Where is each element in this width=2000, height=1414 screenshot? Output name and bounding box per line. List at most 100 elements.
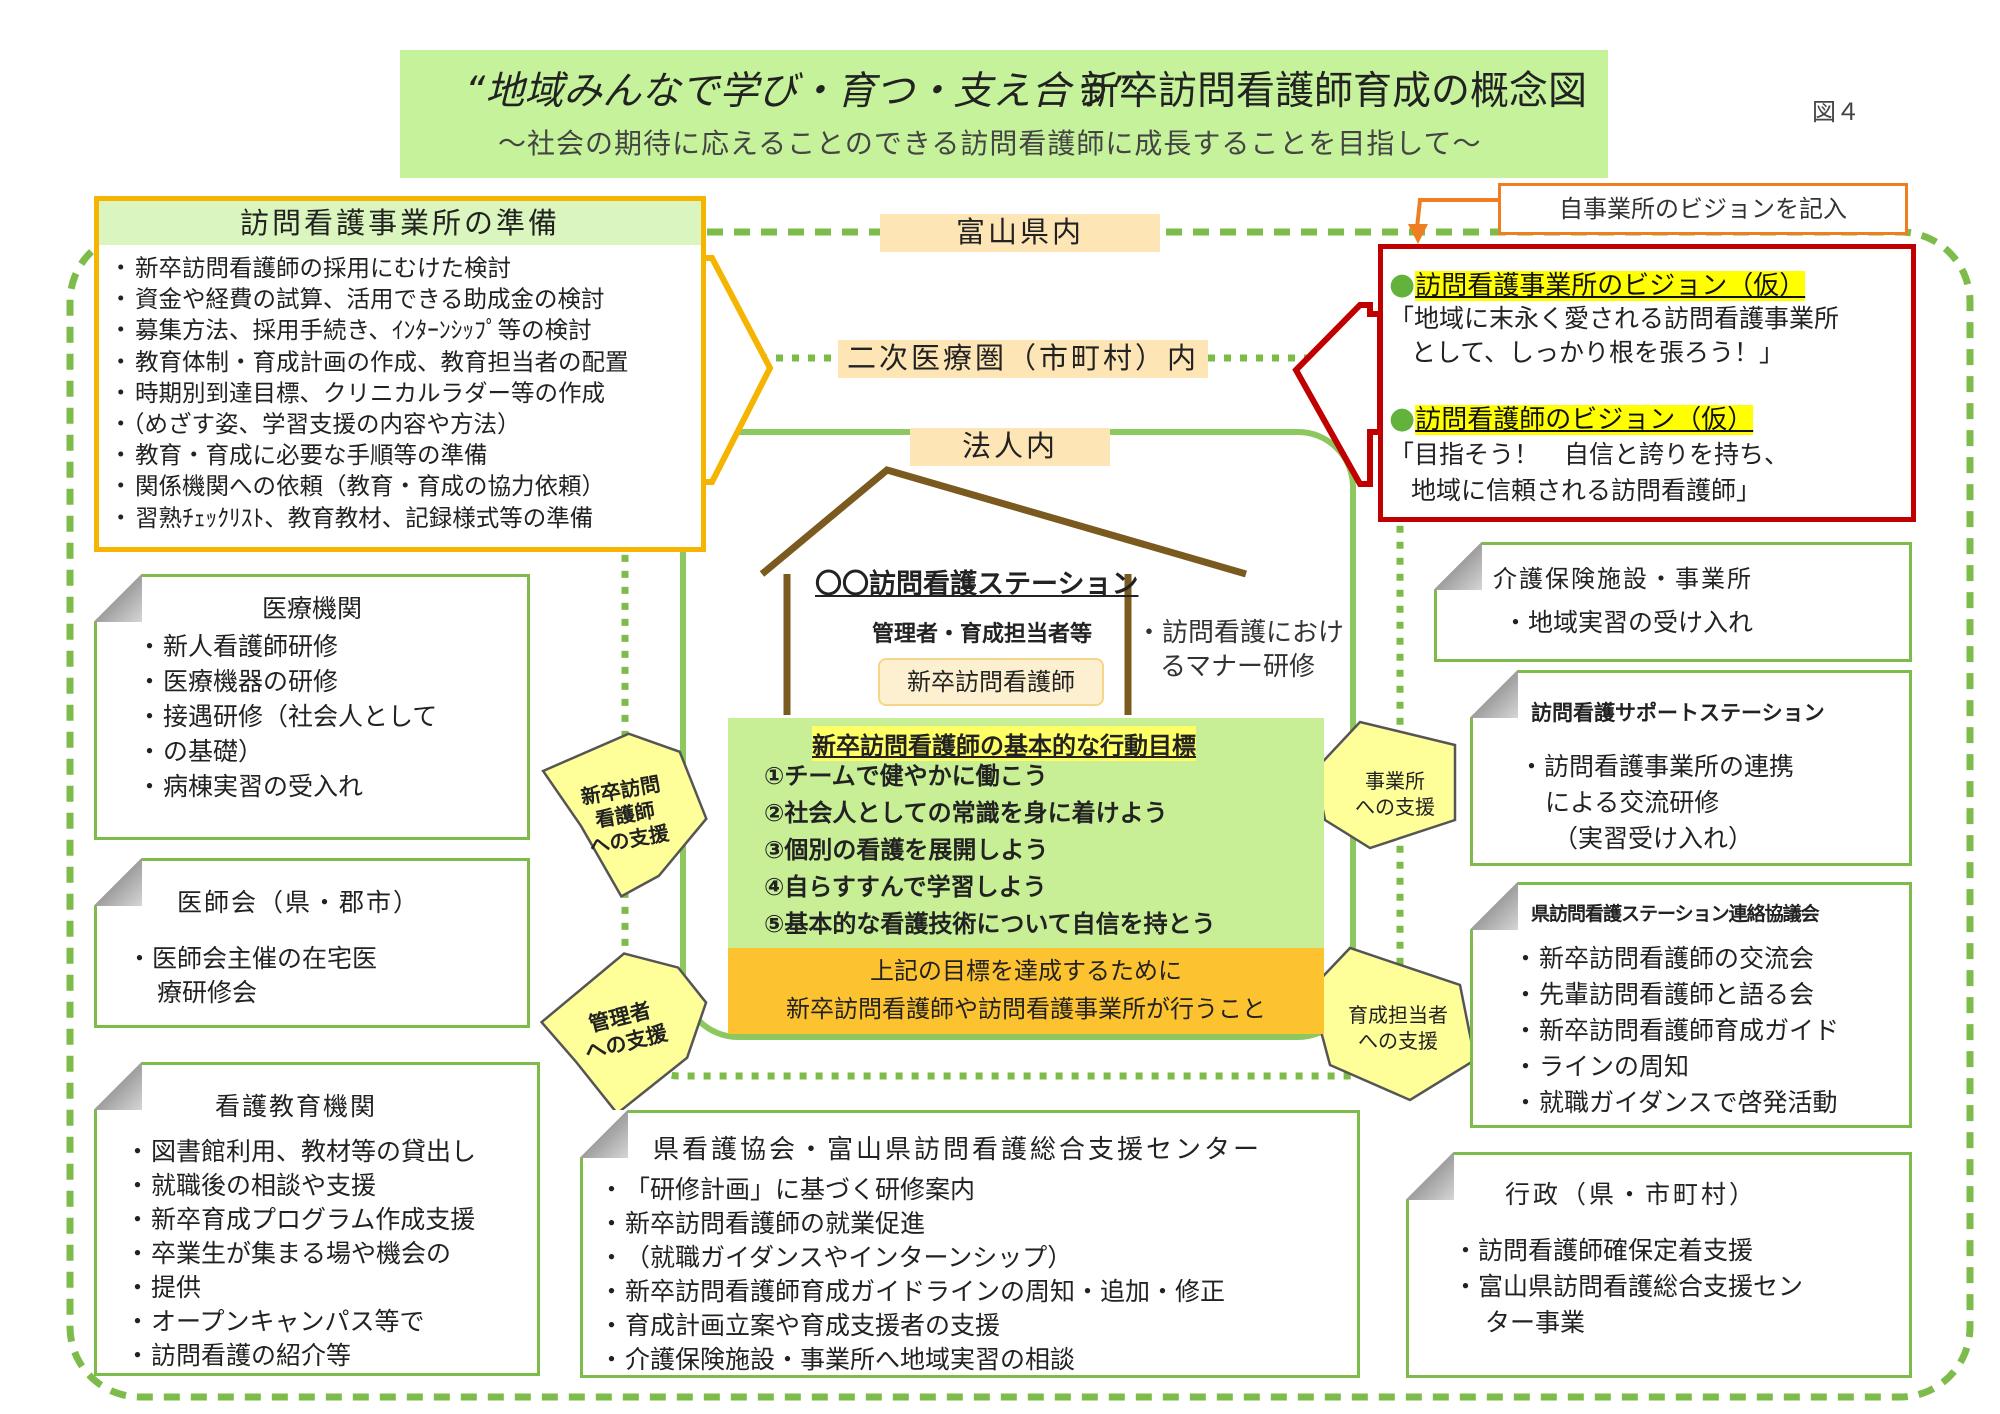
preparation-item-sub: （めざす姿、学習支援の内容や方法） — [109, 409, 629, 440]
council-item-cont: ラインの周知 — [1513, 1049, 1839, 1085]
association-item: 介護保険施設・事業所へ地域実習の相談 — [599, 1343, 1225, 1377]
medical-title: 医療機関 — [262, 594, 363, 623]
education-item: オープンキャンパス等で — [125, 1305, 476, 1339]
goals-box: 新卒訪問看護師の基本的な行動目標 ①チームで健やかに働こう ②社会人としての常識… — [728, 718, 1324, 948]
education-item: 就職後の相談や支援 — [125, 1169, 476, 1203]
new-nurse-label: 新卒訪問看護師 — [907, 668, 1075, 696]
goal-item: ③個別の看護を展開しよう — [764, 836, 1049, 864]
page-fold-icon — [94, 858, 142, 906]
education-box: 看護教育機関 図書館利用、教材等の貸出し 就職後の相談や支援 新卒育成プログラム… — [94, 1062, 540, 1376]
callout-connector — [1415, 198, 1498, 229]
office-vision-heading: ●訪問看護事業所のビジョン（仮） — [1389, 267, 1806, 302]
preparation-item: 時期別到達目標、クリニカルラダー等の作成 — [109, 378, 629, 409]
goal-item: ④自らすすんで学習しよう — [764, 873, 1047, 901]
secondary-area-tag: 二次医療圏（市町村）内 — [838, 340, 1208, 378]
page-fold-icon — [1470, 670, 1518, 718]
medical-item: 接遇研修（社会人として — [137, 699, 437, 734]
support-station-line1: ・訪問看護事業所の連携 — [1519, 752, 1795, 781]
page-fold-icon — [580, 1110, 628, 1158]
preparation-title: 訪問看護事業所の準備 — [99, 201, 701, 245]
education-item: 図書館利用、教材等の貸出し — [125, 1135, 476, 1169]
association-box: 県看護協会・富山県訪問看護総合支援センター 「研修計画」に基づく研修案内 新卒訪… — [580, 1110, 1360, 1378]
association-title: 県看護協会・富山県訪問看護総合支援センター — [653, 1135, 1263, 1165]
government-title: 行政（県・市町村） — [1505, 1180, 1758, 1209]
goal-item: ②社会人としての常識を身に着けよう — [764, 799, 1168, 827]
header-title-quote: “地域みんなで学び・育つ・支え合う” — [465, 69, 1130, 114]
care-facility-box: 介護保険施設・事業所 ・地域実習の受け入れ — [1434, 542, 1912, 662]
station-managers: 管理者・育成担当者等 — [872, 622, 1093, 647]
association-item: 「研修計画」に基づく研修案内 — [599, 1173, 1225, 1207]
council-item: 新卒訪問看護師の交流会 — [1513, 941, 1839, 977]
preparation-item: 資金や経費の試算、活用できる助成金の検討 — [109, 284, 629, 315]
secondary-area-region — [621, 354, 1404, 1080]
government-line3: ター事業 — [1485, 1308, 1586, 1337]
corporation-tag: 法人内 — [910, 428, 1110, 466]
council-item: 先輩訪問看護師と語る会 — [1513, 977, 1839, 1013]
support-arrow-office — [1313, 720, 1457, 850]
office-vision-line1: 「地域に末永く愛される訪問看護事業所 — [1389, 304, 1840, 333]
achieve-line1: 上記の目標を達成するために — [870, 957, 1182, 985]
preparation-list: 新卒訪問看護師の採用にむけた検討 資金や経費の試算、活用できる助成金の検討 募集… — [109, 253, 629, 534]
nurse-vision-line1: 「目指そう！ 自信と誇りを持ち、 — [1389, 440, 1790, 469]
office-vision-line2: として、しっかり根を張ろう！」 — [1411, 338, 1785, 367]
page-fold-icon — [1470, 882, 1518, 930]
support-station-title: 訪問看護サポートステーション — [1531, 701, 1825, 725]
support-station-line2: による交流研修 — [1545, 788, 1720, 817]
header-title: 新卒訪問看護師育成の概念図 — [1080, 69, 1588, 114]
bullet-dot-icon: ● — [1389, 401, 1416, 436]
council-box: 県訪問看護ステーション連絡協議会 新卒訪問看護師の交流会 先輩訪問看護師と語る会… — [1470, 882, 1912, 1128]
header-subtitle: ～社会の期待に応えることのできる訪問看護師に成長することを目指して～ — [498, 127, 1482, 160]
medical-item-cont: の基礎） — [137, 734, 437, 769]
station-name: 〇〇訪問看護ステーション — [815, 569, 1139, 600]
education-item-cont: 提供 — [125, 1271, 476, 1305]
education-item: 卒業生が集まる場や機会の — [125, 1237, 476, 1271]
vision-box: ●訪問看護事業所のビジョン（仮） 「地域に末永く愛される訪問看護事業所 として、… — [1378, 244, 1916, 522]
medical-box: 医療機関 新人看護師研修 医療機器の研修 接遇研修（社会人として の基礎） 病棟… — [94, 574, 530, 840]
council-item: 就職ガイダンスで啓発活動 — [1513, 1085, 1839, 1121]
vision-callout: 自事業所のビジョンを記入 — [1498, 183, 1908, 235]
government-box: 行政（県・市町村） ・訪問看護師確保定着支援 ・富山県訪問看護総合支援セン ター… — [1406, 1152, 1912, 1378]
support-arrow-new-nurse — [541, 732, 708, 898]
association-item-cont: （就職ガイダンスやインターンシップ） — [599, 1241, 1225, 1275]
goal-item: ⑤基本的な看護技術について自信を持とう — [764, 910, 1216, 938]
education-item-cont: 訪問看護の紹介等 — [125, 1339, 476, 1373]
government-line1: ・訪問看護師確保定着支援 — [1453, 1236, 1754, 1265]
figure-label: 図４ — [1812, 98, 1860, 126]
bullet-dot-icon: ● — [1389, 267, 1416, 302]
preparation-box: 訪問看護事業所の準備 新卒訪問看護師の採用にむけた検討 資金や経費の試算、活用で… — [94, 196, 706, 552]
support-label-trainer: 育成担当者 への支援 — [1348, 1003, 1448, 1053]
preparation-item: 教育体制・育成計画の作成、教育担当者の配置 — [109, 347, 629, 378]
goals-title: 新卒訪問看護師の基本的な行動目標 — [812, 726, 1196, 761]
care-facility-title: 介護保険施設・事業所 — [1493, 565, 1753, 593]
page-fold-icon — [94, 574, 142, 622]
support-arrow-manager — [539, 952, 708, 1116]
medical-item: 新人看護師研修 — [137, 629, 437, 664]
medical-item: 病棟実習の受入れ — [137, 769, 437, 804]
achieve-line2: 新卒訪問看護師や訪問看護事業所が行うこと — [786, 995, 1266, 1023]
council-item: 新卒訪問看護師育成ガイド — [1513, 1013, 1839, 1049]
page-fold-icon — [1406, 1152, 1454, 1200]
station-manner-line2: るマナー研修 — [1160, 652, 1315, 682]
support-station-box: 訪問看護サポートステーション ・訪問看護事業所の連携 による交流研修 （実習受け… — [1470, 670, 1912, 866]
doctors-title: 医師会（県・郡市） — [177, 888, 421, 917]
doctors-line2: 療研修会 — [157, 978, 258, 1007]
doctors-line1: ・医師会主催の在宅医 — [127, 944, 378, 973]
association-item: 育成計画立案や育成支援者の支援 — [599, 1309, 1225, 1343]
preparation-item: 募集方法、採用手続き、ｲﾝﾀｰﾝｼｯﾌﾟ等の検討 — [109, 315, 629, 346]
page-fold-icon — [94, 1062, 142, 1110]
prefecture-tag: 富山県内 — [880, 214, 1160, 252]
government-line2: ・富山県訪問看護総合支援セン — [1453, 1272, 1804, 1301]
nurse-vision-line2: 地域に信頼される訪問看護師」 — [1411, 476, 1762, 505]
vision-arrow — [1292, 302, 1383, 487]
support-station-line3: （実習受け入れ） — [1553, 824, 1754, 853]
vision-callout-text: 自事業所のビジョンを記入 — [1559, 195, 1847, 223]
preparation-item: 教育・育成に必要な手順等の準備 — [109, 440, 629, 471]
education-item: 新卒育成プログラム作成支援 — [125, 1203, 476, 1237]
doctors-box: 医師会（県・郡市） ・医師会主催の在宅医 療研修会 — [94, 858, 530, 1028]
station-manner-line1: ・訪問看護におけ — [1136, 618, 1345, 648]
preparation-item: 新卒訪問看護師の採用にむけた検討 — [109, 253, 629, 284]
association-item: 新卒訪問看護師育成ガイドラインの周知・追加・修正 — [599, 1275, 1225, 1309]
goal-item: ①チームで健やかに働こう — [764, 762, 1048, 790]
association-item: 新卒訪問看護師の就業促進 — [599, 1207, 1225, 1241]
achieve-box: 上記の目標を達成するために 新卒訪問看護師や訪問看護事業所が行うこと — [728, 948, 1324, 1034]
